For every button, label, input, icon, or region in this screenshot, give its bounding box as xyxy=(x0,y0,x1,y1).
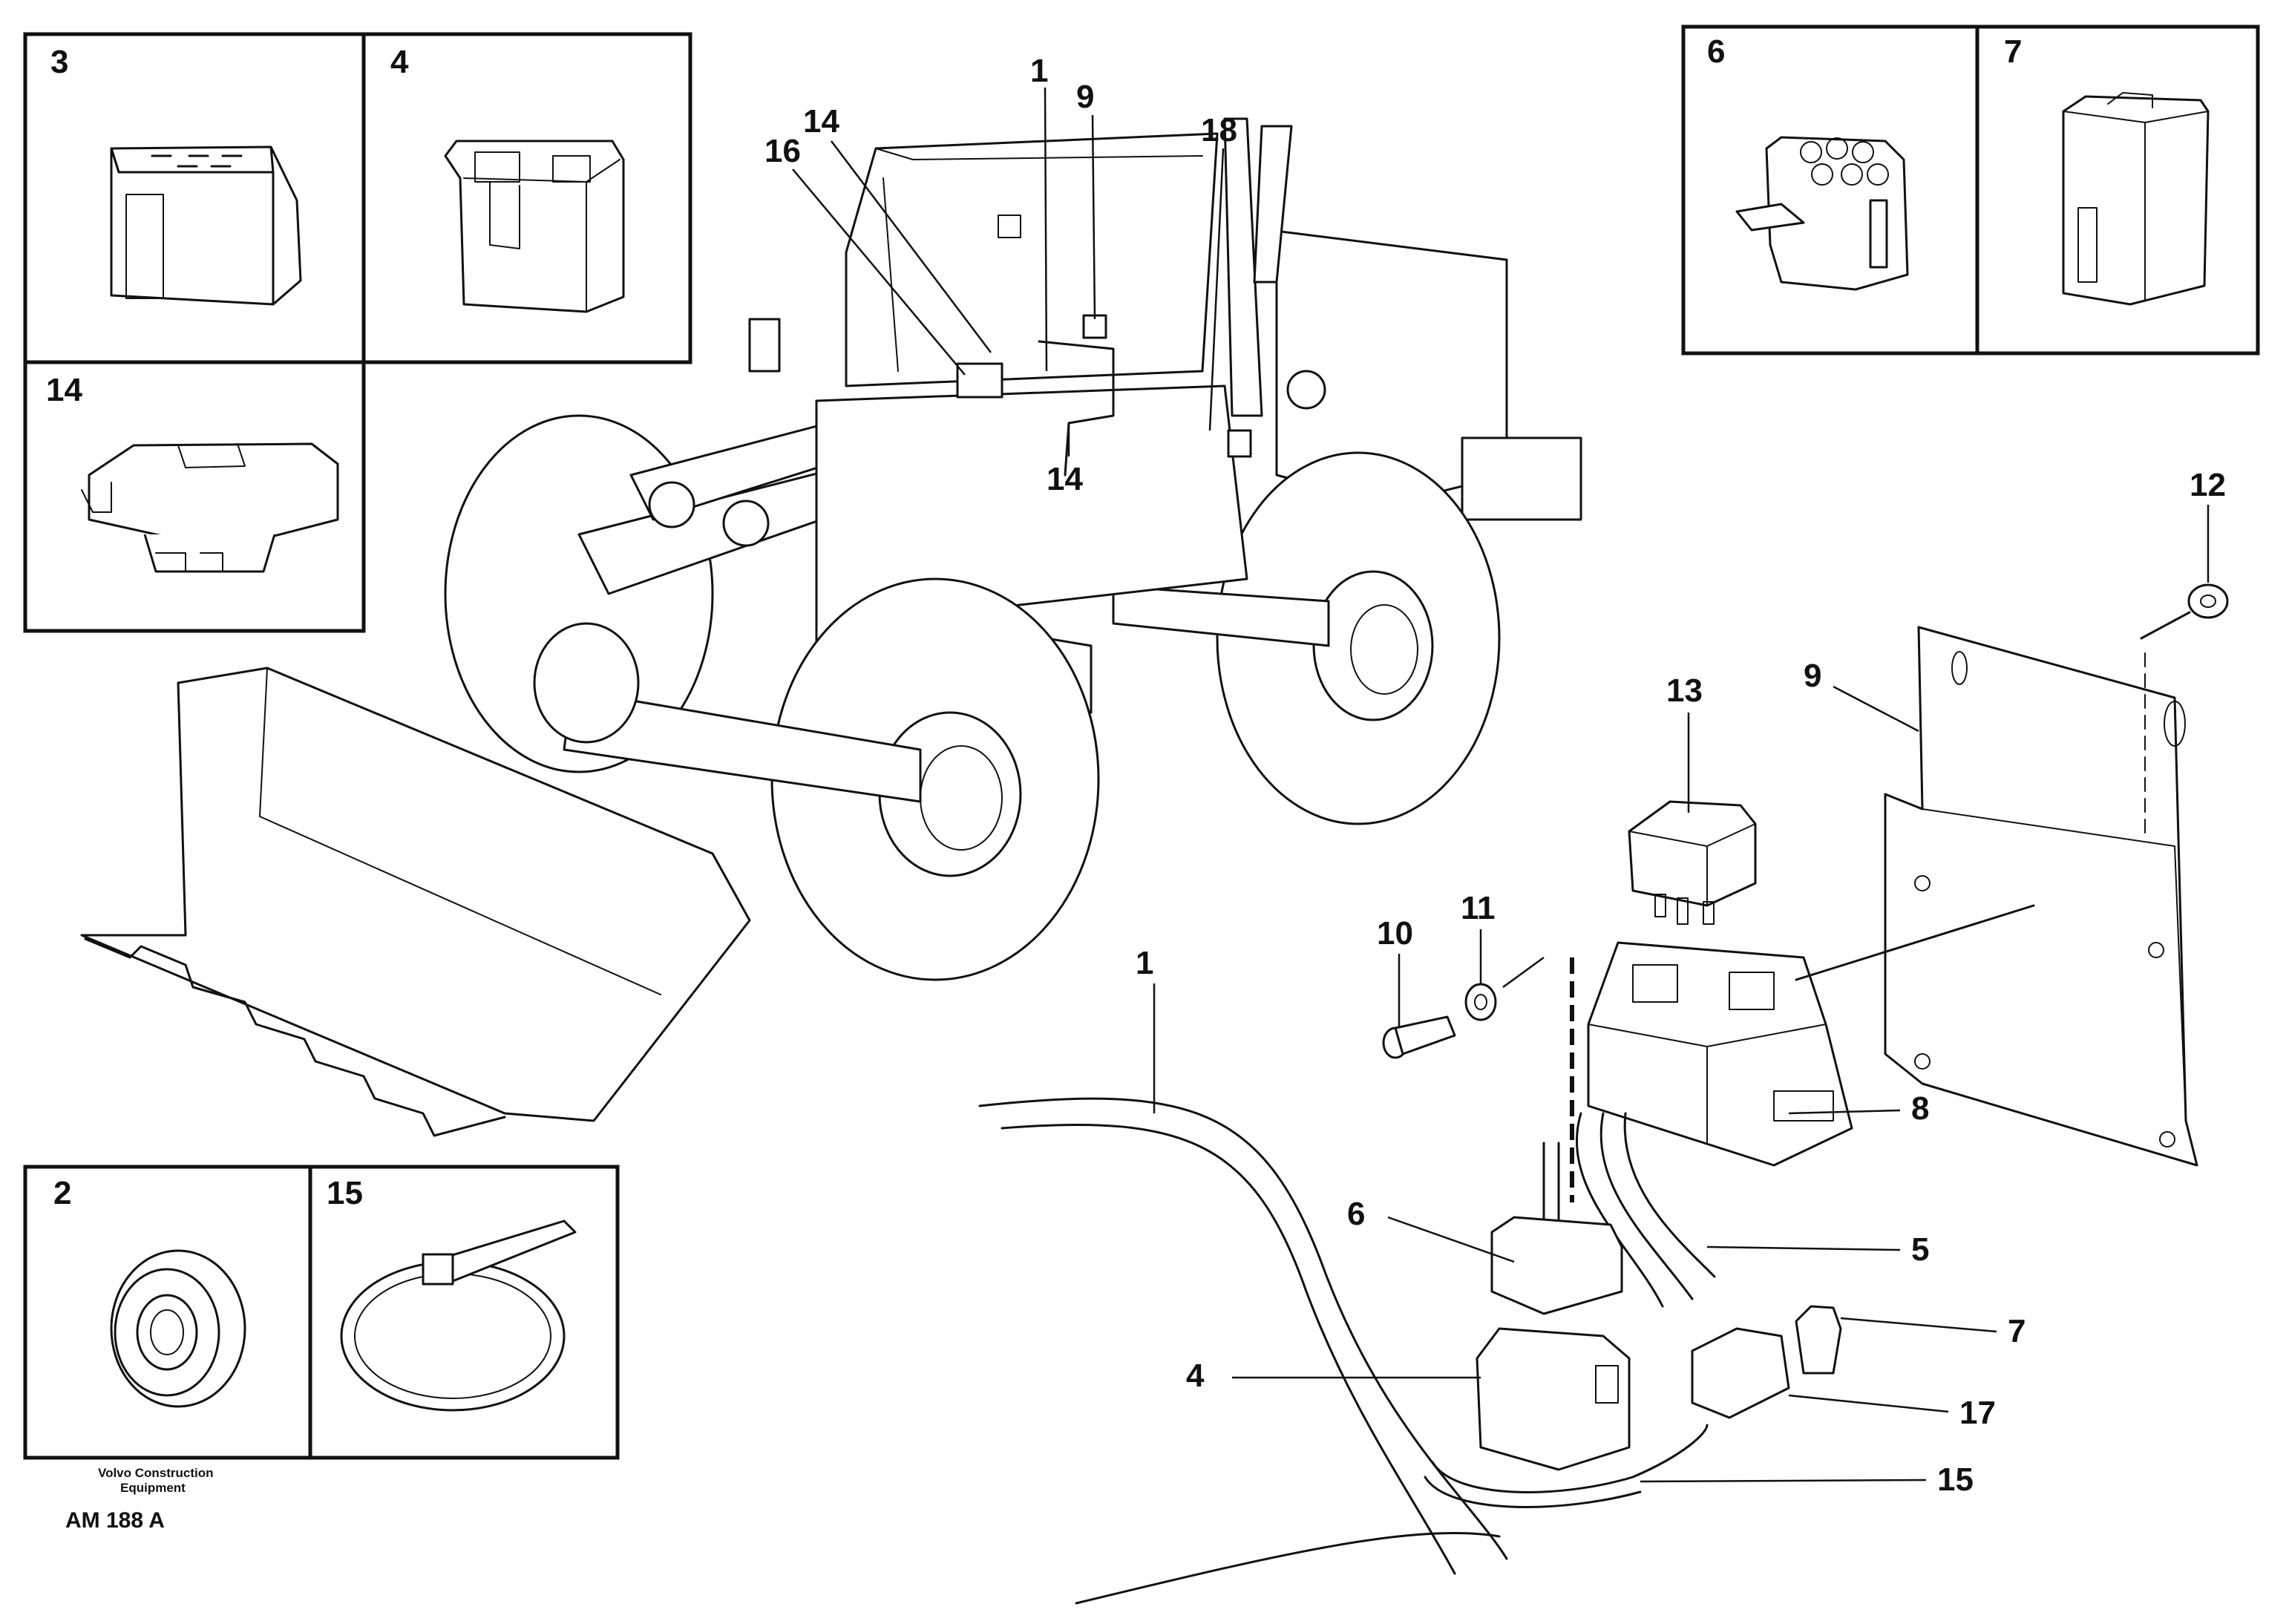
inset-frame-4 xyxy=(361,32,692,364)
callout-machine-16: 16 xyxy=(764,133,801,169)
leader-part-9 xyxy=(1833,685,1919,733)
callout-part-6: 6 xyxy=(1347,1196,1365,1232)
inset-group-top-right: 6 7 xyxy=(1681,24,2260,356)
callout-machine-9: 9 xyxy=(1076,79,1094,115)
inset-group-top-left: 3 4 14 xyxy=(23,32,692,633)
mirror-bracket xyxy=(748,318,781,373)
callout-inset-2: 2 xyxy=(53,1175,71,1211)
callout-part-9: 9 xyxy=(1804,658,1821,694)
company-name-line2: Equipment xyxy=(120,1481,186,1495)
leader-part-6 xyxy=(1387,1216,1515,1263)
inset-frame-15 xyxy=(308,1165,620,1460)
inset-frame-14 xyxy=(23,360,366,633)
callout-part-7: 7 xyxy=(2008,1313,2026,1349)
washer-icon xyxy=(1464,983,1497,1021)
leader-machine-18 xyxy=(1208,148,1225,431)
callout-machine-14b: 14 xyxy=(1047,461,1083,497)
relay-housing-icon xyxy=(444,140,625,313)
callout-part-8: 8 xyxy=(1911,1090,1929,1127)
leader-part-8 xyxy=(1788,1109,1901,1115)
callout-part-17: 17 xyxy=(1959,1395,1996,1431)
leader-machine-9 xyxy=(1091,114,1096,320)
screw-icon xyxy=(1382,1015,1456,1059)
callout-inset-3: 3 xyxy=(50,44,68,80)
callout-part-13: 13 xyxy=(1666,672,1703,709)
relay-holder-8-icon xyxy=(1587,941,1853,1167)
callout-inset-6: 6 xyxy=(1707,33,1725,70)
nut-icon xyxy=(2187,583,2229,619)
callout-inset-14: 14 xyxy=(46,372,82,408)
leader-part-7 xyxy=(1840,1317,1997,1333)
callout-part-4: 4 xyxy=(1186,1358,1205,1394)
callout-part-10: 10 xyxy=(1377,915,1413,952)
relay-box-on-cab xyxy=(956,362,1003,399)
leader-machine-1 xyxy=(1044,87,1048,372)
company-name-line1: Volvo Construction xyxy=(98,1466,214,1480)
inset-group-bottom-left: 2 15 xyxy=(23,1165,620,1460)
exploded-parts: 9 12 13 10 11 xyxy=(978,467,2229,1605)
cable-tie-icon xyxy=(340,1219,577,1412)
relay-socket-icon xyxy=(110,145,302,306)
drawing-code: AM 188 A xyxy=(65,1508,165,1533)
connector-4-part xyxy=(1476,1327,1631,1471)
footer-block: Volvo Construction Equipment AM 188 A xyxy=(65,1466,214,1533)
relay-13-icon xyxy=(1628,800,1757,907)
leader-machine-16 xyxy=(792,168,966,376)
inset-frame-7 xyxy=(1975,24,2260,356)
leader-part-15 xyxy=(1640,1479,1927,1483)
callout-part-5: 5 xyxy=(1911,1231,1929,1268)
grommet-icon xyxy=(110,1249,246,1408)
plug-connector-6-icon xyxy=(1735,136,1909,291)
mounting-bracket xyxy=(1884,626,2198,1167)
callout-machine-1: 1 xyxy=(1030,53,1048,89)
callout-inset-4: 4 xyxy=(390,44,409,80)
leader-part-5 xyxy=(1706,1245,1901,1251)
leader-machine-14a xyxy=(831,140,992,353)
plug-connector-6-part xyxy=(1490,1216,1623,1315)
cap-17-part xyxy=(1691,1327,1790,1419)
connector-14-icon xyxy=(81,442,339,573)
callout-machine-18: 18 xyxy=(1201,112,1237,148)
callout-part-11: 11 xyxy=(1461,890,1496,926)
callout-part-12: 12 xyxy=(2190,467,2226,503)
leader-part-17 xyxy=(1788,1394,1949,1413)
callout-part-1: 1 xyxy=(1136,945,1153,981)
plug-cap-7-icon xyxy=(2062,92,2210,306)
wheel-loader-illustration: 1 9 14 16 18 14 xyxy=(80,53,1582,1137)
callout-machine-14a: 14 xyxy=(803,103,839,140)
callout-part-15: 15 xyxy=(1937,1461,1974,1498)
plug-7-part xyxy=(1795,1305,1842,1375)
callout-inset-15: 15 xyxy=(327,1175,363,1211)
callout-inset-7: 7 xyxy=(2004,33,2022,70)
